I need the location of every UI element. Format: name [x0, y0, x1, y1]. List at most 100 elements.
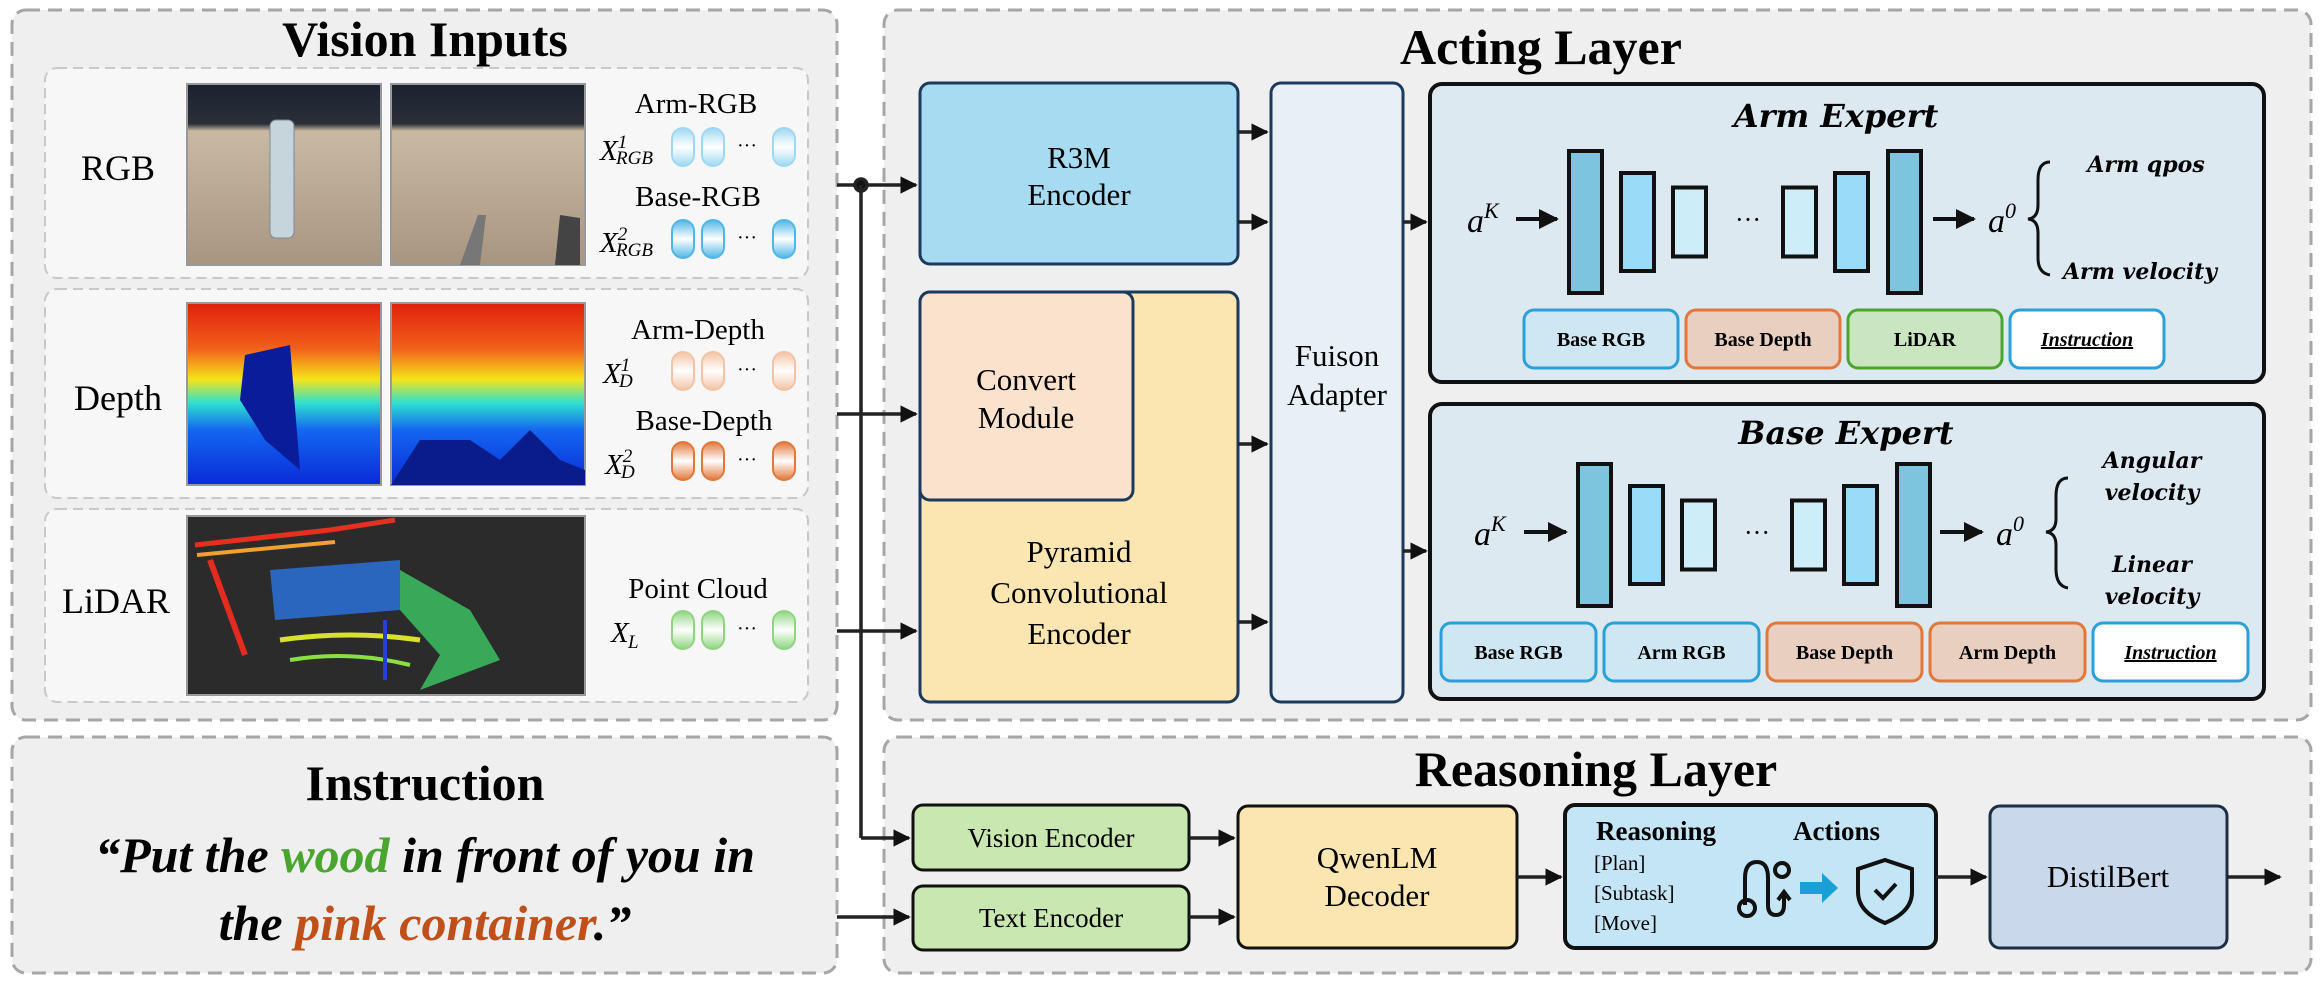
condition-chip-base-rgb: Base RGB	[1439, 621, 1598, 683]
svg-text:X1: X1	[599, 132, 627, 167]
arm-rgb-tokens: ···	[671, 127, 796, 167]
reasoning-actions-box: Reasoning Actions [Plan] [Subtask] [Move…	[1563, 803, 1938, 950]
base-rgb-tokens: ···	[671, 219, 796, 259]
svg-text:RGB: RGB	[615, 240, 653, 261]
arm-depth-tokens: ···	[671, 351, 796, 391]
base-rgb-image	[390, 83, 586, 266]
svg-text:Instruction: Instruction	[2040, 329, 2133, 351]
svg-text:Arm Depth: Arm Depth	[1959, 642, 2056, 664]
svg-text:Vision Encoder: Vision Encoder	[967, 823, 1134, 853]
svg-text:Decoder: Decoder	[1325, 878, 1431, 913]
text-encoder-box: Text Encoder	[911, 884, 1191, 952]
svg-text:Pyramid: Pyramid	[1026, 534, 1132, 569]
acting-layer-title: Acting Layer	[1400, 19, 1682, 75]
token-pill	[701, 351, 725, 391]
rgb-label: RGB	[81, 148, 155, 188]
condition-chip-lidar: LiDAR	[1846, 308, 2004, 370]
token-pill	[671, 351, 695, 391]
svg-text:D: D	[620, 462, 635, 483]
arm-output-velocity: Arm velocity	[2061, 259, 2219, 285]
base-depth-symbol: X2 D	[604, 446, 635, 483]
base-expert-ellipsis: ···	[1744, 518, 1770, 547]
svg-text:Adapter: Adapter	[1287, 377, 1388, 412]
reasoning-layer-title: Reasoning Layer	[1415, 741, 1778, 797]
svg-text:X: X	[610, 617, 630, 649]
svg-text:Base Depth: Base Depth	[1714, 329, 1811, 351]
svg-text:Encoder: Encoder	[1027, 616, 1131, 651]
token-pill	[671, 219, 695, 259]
base-expert-title: Base Expert	[1737, 414, 1953, 452]
shield-check-icon	[1856, 857, 1914, 926]
svg-text:Instruction: Instruction	[2123, 642, 2216, 664]
svg-text:Arm RGB: Arm RGB	[1637, 642, 1725, 664]
depth-label: Depth	[74, 378, 162, 418]
arm-expert-box: Arm Expert aK ··· a0 Arm qpos Arm veloci…	[1428, 82, 2266, 384]
token-pill	[701, 441, 725, 481]
vision-inputs-title: Vision Inputs	[282, 11, 568, 67]
highlight-target: pink container	[291, 895, 597, 951]
depth-subpanel: Depth Arm-Depth X1 D ··· Base-Depth X2 D…	[44, 288, 809, 499]
unet-layer-block	[1790, 498, 1827, 572]
condition-chip-base-rgb: Base RGB	[1522, 308, 1680, 370]
unet-layer-block	[1833, 171, 1870, 273]
base-depth-label: Base-Depth	[636, 405, 773, 437]
token-pill	[701, 610, 725, 650]
token-pill	[772, 351, 796, 391]
base-depth-image	[390, 302, 586, 486]
brace-icon	[2027, 160, 2051, 277]
svg-text:X1: X1	[602, 355, 630, 390]
token-pill	[772, 127, 796, 167]
svg-text:Base Depth: Base Depth	[1796, 642, 1893, 664]
arm-depth-symbol: X1 D	[602, 355, 633, 392]
base-depth-tokens: ···	[671, 441, 796, 481]
svg-text:R3M: R3M	[1047, 140, 1111, 175]
token-pill	[772, 441, 796, 481]
arm-expert-output-symbol: a0	[1988, 198, 2016, 240]
svg-text:D: D	[618, 371, 633, 392]
highlight-object: wood	[281, 827, 390, 883]
brace-icon	[2045, 476, 2069, 590]
arm-expert-unet	[1567, 149, 1923, 295]
fusion-adapter-box: Fuison Adapter	[1269, 81, 1405, 704]
arrow-right-icon	[1800, 873, 1838, 903]
base-output-angular-1: Angular	[2101, 448, 2203, 474]
svg-text:X2: X2	[599, 224, 628, 259]
lidar-label: LiDAR	[62, 581, 170, 621]
token-ellipsis: ···	[737, 618, 757, 640]
vision-encoder-box: Vision Encoder	[911, 803, 1191, 872]
unet-layer-block	[1628, 484, 1665, 586]
unet-layer-block	[1576, 462, 1613, 608]
base-expert-unet	[1576, 462, 1932, 608]
unet-layer-block	[1842, 484, 1879, 586]
arm-depth-image	[186, 302, 382, 486]
svg-text:Text Encoder: Text Encoder	[979, 903, 1123, 933]
unet-layer-block	[1567, 149, 1604, 295]
svg-text:Convolutional: Convolutional	[990, 575, 1167, 610]
lidar-symbol: X L	[610, 617, 639, 653]
svg-text:Convert: Convert	[976, 362, 1076, 397]
convert-module-box: Convert Module	[918, 290, 1135, 502]
token-ellipsis: ···	[737, 135, 757, 157]
svg-text:LiDAR: LiDAR	[1894, 329, 1957, 351]
base-expert-input-symbol: aK	[1474, 511, 1507, 553]
lidar-tokens: ···	[671, 610, 796, 650]
base-expert-box: Base Expert aK ··· a0 Angular velocity L…	[1428, 402, 2266, 701]
lidar-point-cloud-image	[186, 515, 586, 696]
svg-text:Encoder: Encoder	[1027, 177, 1131, 212]
route-icon	[1737, 859, 1792, 918]
instruction-text-line-1: “Put the wood in front of you in	[95, 827, 755, 883]
condition-chip-instruction: Instruction	[2091, 621, 2250, 683]
token-pill	[671, 610, 695, 650]
unet-layer-block	[1671, 185, 1708, 259]
condition-chip-arm-rgb: Arm RGB	[1602, 621, 1761, 683]
reasoning-item-plan: [Plan]	[1594, 851, 1645, 875]
base-output-linear-1: Linear	[2111, 552, 2193, 578]
svg-text:Base RGB: Base RGB	[1557, 329, 1645, 351]
token-pill	[671, 127, 695, 167]
reasoning-item-move: [Move]	[1594, 911, 1657, 935]
reasoning-layer-panel: Reasoning Layer Vision Encoder Text Enco…	[882, 735, 2313, 975]
svg-text:DistilBert: DistilBert	[2047, 859, 2170, 894]
condition-chip-arm-depth: Arm Depth	[1928, 621, 2087, 683]
token-ellipsis: ···	[737, 359, 757, 381]
